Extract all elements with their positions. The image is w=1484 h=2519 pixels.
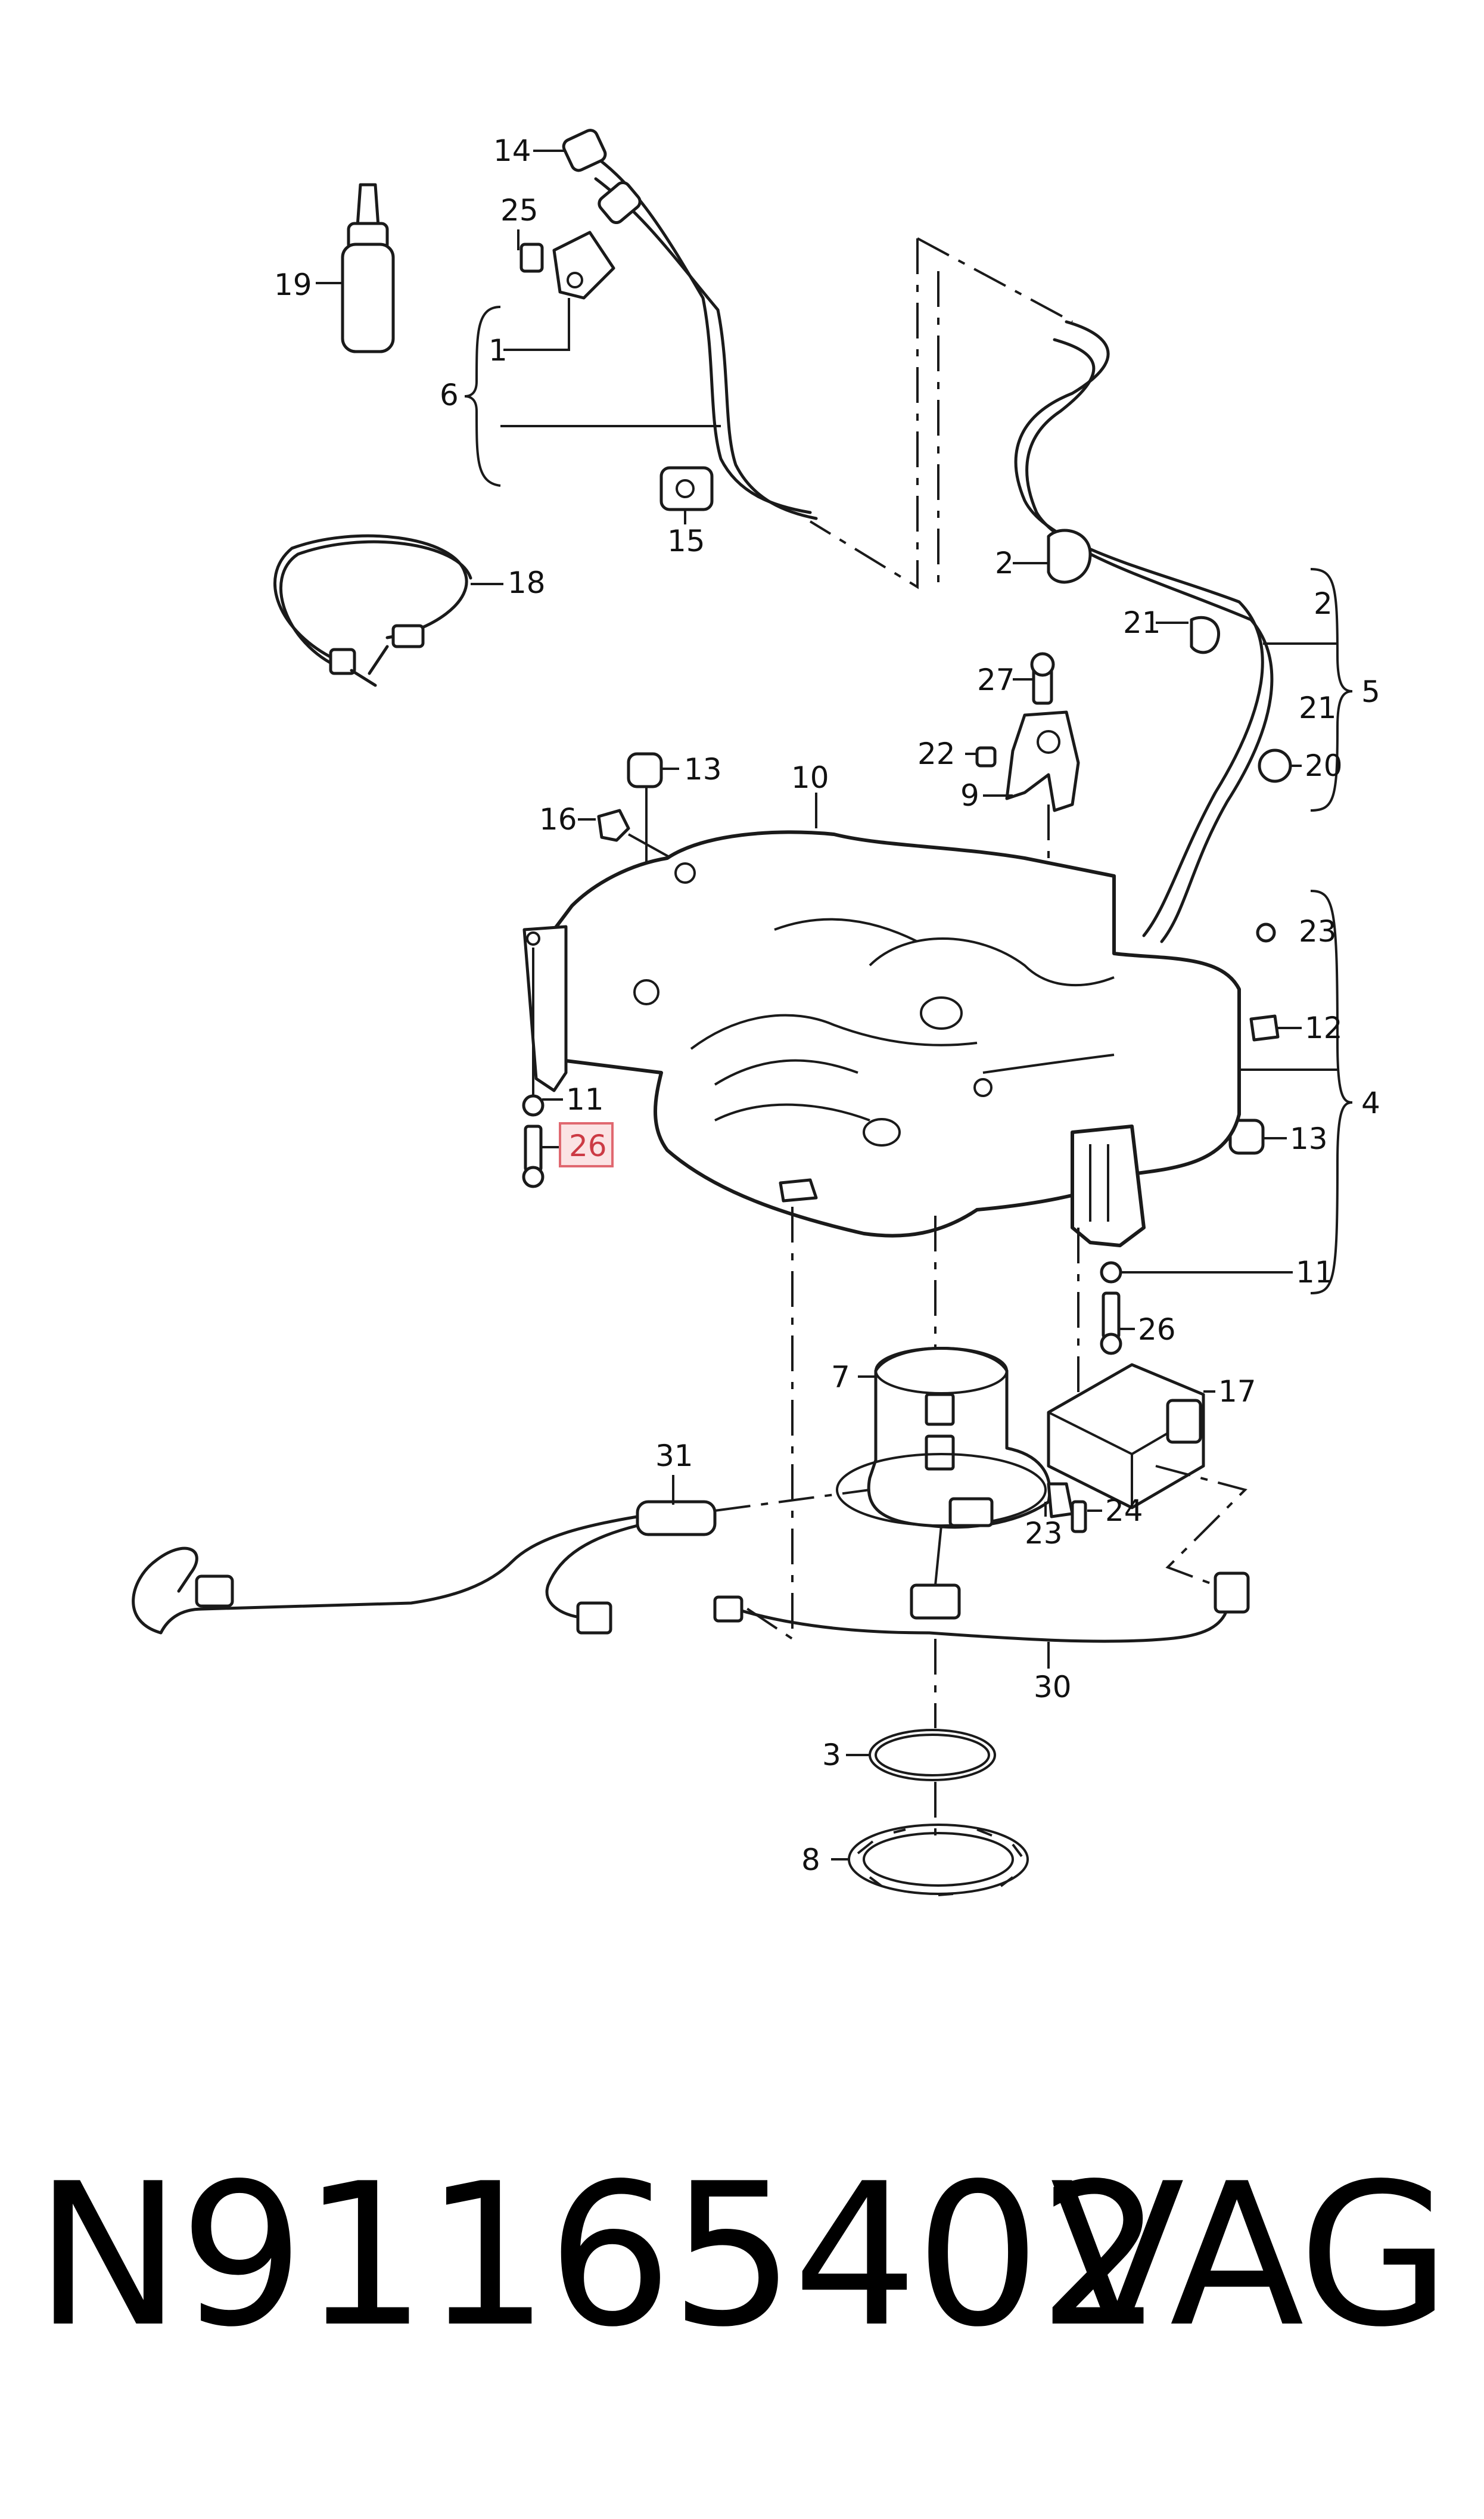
connector-14 xyxy=(562,129,642,225)
callout: 30 xyxy=(1034,1670,1072,1704)
callout: 2 xyxy=(995,546,1014,580)
nut-16 xyxy=(597,809,630,842)
callout: 6 xyxy=(440,378,459,412)
callout: 12 xyxy=(1305,1011,1343,1045)
leader-lines xyxy=(316,150,1302,1860)
callout: 2 xyxy=(1314,586,1333,621)
bracket-5 xyxy=(1310,568,1353,812)
lock-ring-8 xyxy=(848,1824,1029,1896)
callout: 5 xyxy=(1361,675,1380,709)
bracket-4 xyxy=(1310,890,1353,1294)
callout: 20 xyxy=(1305,748,1343,783)
callout: 14 xyxy=(493,133,531,168)
exploded-parts-diagram: 14 25 19 1 6 15 18 2 21 2 21 5 20 27 22 … xyxy=(132,129,1380,1896)
seal-ring-3 xyxy=(869,1729,996,1781)
callout: 23 xyxy=(1025,1516,1063,1551)
callout: 1 xyxy=(489,333,508,368)
callout: 24 xyxy=(1105,1493,1143,1528)
cable-18 xyxy=(273,534,472,687)
callout: 18 xyxy=(508,566,546,600)
brand-name: VAG xyxy=(1050,2141,1451,2370)
bolt-26-right xyxy=(1100,1261,1122,1355)
callout: 13 xyxy=(684,752,722,787)
callout: 3 xyxy=(822,1738,841,1772)
callout: 10 xyxy=(791,760,829,795)
grommet-20 xyxy=(1258,748,1292,783)
fuel-pump-7 xyxy=(836,1347,1051,1529)
mount-bracket xyxy=(522,925,568,1092)
callout: 7 xyxy=(831,1360,850,1394)
callout: 15 xyxy=(667,524,705,558)
bracket-6 xyxy=(464,306,501,487)
dashed-guides-upper xyxy=(809,237,1073,589)
callout: 27 xyxy=(977,663,1015,697)
clip-2 xyxy=(1047,529,1092,584)
screw-24 xyxy=(1071,1500,1087,1533)
callout: 26 xyxy=(1138,1312,1176,1347)
fuel-line-upper xyxy=(582,147,1274,943)
wiring-harness-30 xyxy=(713,1525,1250,1643)
callout: 21 xyxy=(1299,691,1337,725)
wiring-harness-31 xyxy=(132,1500,717,1635)
clip-15 xyxy=(659,466,714,511)
callout: 4 xyxy=(1361,1086,1380,1120)
callout: 11 xyxy=(566,1082,604,1117)
bolt-26-left xyxy=(522,1094,545,1188)
callout: 25 xyxy=(500,193,539,228)
sealant-bottle-19 xyxy=(341,183,395,353)
callout: 21 xyxy=(1123,605,1161,640)
callout-highlighted: 26 xyxy=(569,1129,607,1163)
callout: 22 xyxy=(917,737,956,771)
callout: 11 xyxy=(1296,1255,1334,1290)
callout-labels: 14 25 19 1 6 15 18 2 21 2 21 5 20 27 22 … xyxy=(274,133,1380,1877)
part-number: N91165402 xyxy=(35,2141,1163,2370)
callout: 8 xyxy=(801,1843,820,1877)
fuel-tank-10 xyxy=(546,830,1280,1247)
callout: 9 xyxy=(960,778,979,813)
clip-21 xyxy=(1190,616,1220,654)
clip-23 xyxy=(1047,1482,1074,1518)
callout: 23 xyxy=(1299,914,1337,949)
bracket-1 xyxy=(519,231,615,300)
callout: 17 xyxy=(1218,1374,1256,1409)
grommet-13-top xyxy=(627,752,663,788)
highlight-box xyxy=(559,1122,614,1167)
callout: 13 xyxy=(1290,1122,1328,1156)
bracket-9 xyxy=(975,652,1080,812)
callout: 31 xyxy=(655,1439,693,1473)
callout: 19 xyxy=(274,268,312,302)
callout: 16 xyxy=(539,802,577,837)
control-unit-17 xyxy=(1047,1363,1205,1509)
